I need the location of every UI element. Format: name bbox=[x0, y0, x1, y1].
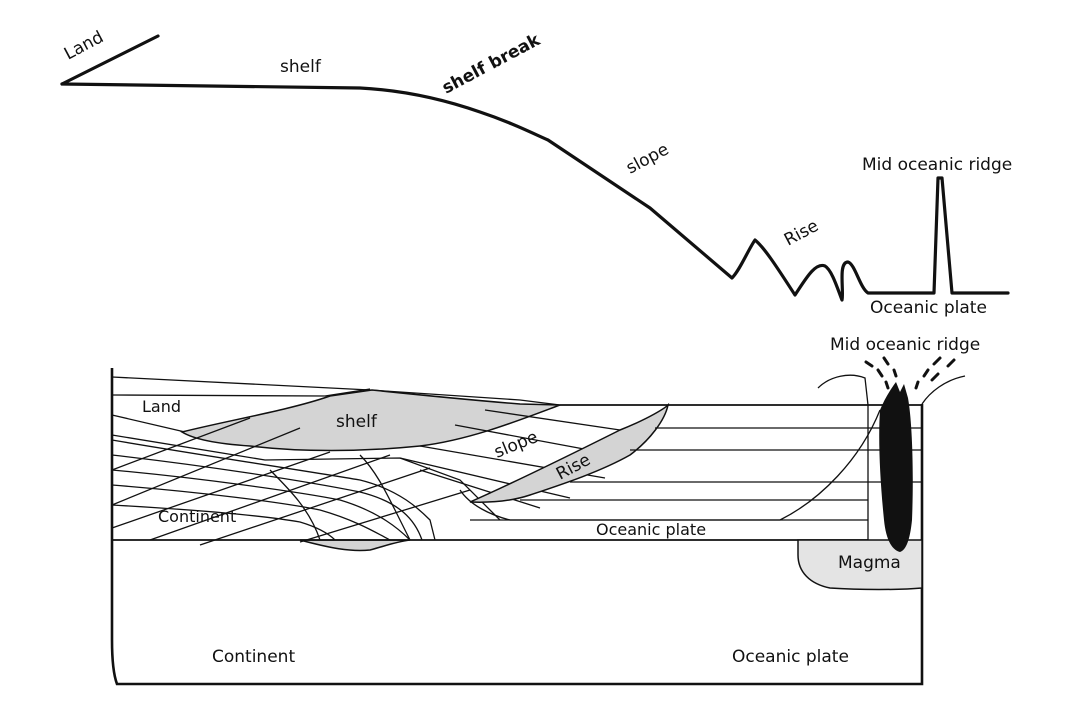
ridge-dike bbox=[879, 382, 913, 552]
profile-oceanic-plate-label: Oceanic plate bbox=[870, 298, 987, 318]
base-oceanic-plate-label: Oceanic plate bbox=[732, 647, 849, 667]
cross-section-frame bbox=[110, 368, 924, 686]
profile-slope-label: slope bbox=[623, 140, 672, 179]
section-oceanic-plate-label: Oceanic plate bbox=[596, 520, 706, 539]
land-stratum bbox=[111, 376, 561, 406]
seafloor-profile bbox=[60, 34, 1010, 302]
section-slope-label: slope bbox=[491, 427, 540, 462]
magma-chamber bbox=[797, 539, 923, 591]
continent-base-sediment bbox=[299, 539, 411, 552]
profile-shelf-label: shelf bbox=[280, 57, 322, 77]
section-shelf-label: shelf bbox=[336, 412, 378, 432]
profile-ridge-label: Mid oceanic ridge bbox=[862, 155, 1012, 175]
section-continent-label: Continent bbox=[158, 507, 236, 526]
profile-shelf-break-label: shelf break bbox=[439, 30, 544, 99]
section-magma-label: Magma bbox=[838, 553, 901, 573]
profile-rise-label: Rise bbox=[781, 216, 822, 250]
vent-plume bbox=[864, 356, 956, 390]
profile-line bbox=[60, 82, 1010, 302]
land-stratum bbox=[111, 414, 186, 433]
section-ridge-label: Mid oceanic ridge bbox=[830, 335, 980, 355]
land-stratum bbox=[111, 388, 371, 397]
rise-sediment bbox=[469, 402, 670, 503]
ridge-flank-right bbox=[921, 375, 966, 405]
cross-section bbox=[110, 356, 966, 686]
profile-land-label: Land bbox=[61, 27, 107, 64]
continent-strata bbox=[111, 417, 501, 546]
base-continent-label: Continent bbox=[212, 647, 295, 667]
section-land-label: Land bbox=[142, 397, 181, 416]
oceanic-strata bbox=[112, 404, 922, 541]
ridge-flank-left bbox=[817, 374, 869, 406]
land-line bbox=[60, 34, 160, 86]
